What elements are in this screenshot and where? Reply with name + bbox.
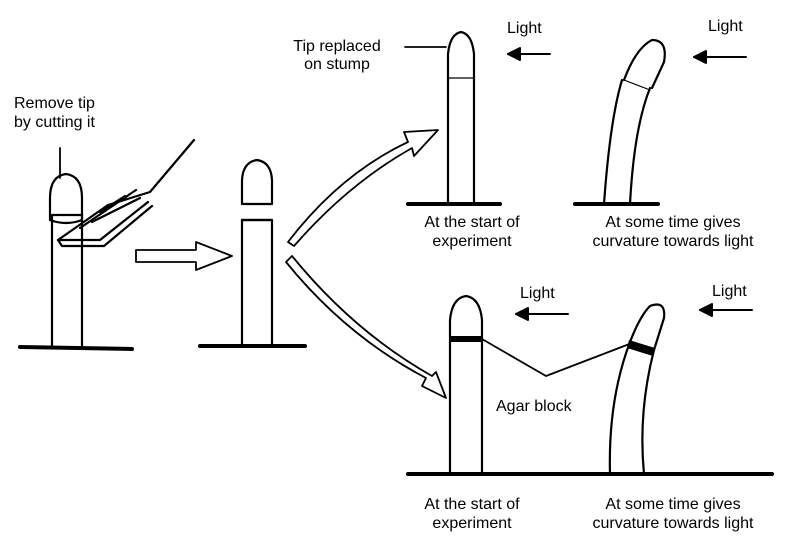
razor-blade (56, 138, 196, 248)
light-arrow (699, 303, 753, 317)
light-arrow (507, 47, 551, 61)
intact-coleoptile (18, 172, 134, 351)
hollow-arrow-right (135, 241, 233, 271)
later-caption: At some time gives curvature towards lig… (592, 214, 754, 250)
remove-tip-label: Remove tip by cutting it (14, 95, 95, 131)
curved-coleoptile-tip (573, 38, 666, 206)
agar-block-pointer (481, 338, 633, 377)
start-caption: At the start of experiment (424, 496, 520, 532)
curved-agar-coleoptile (608, 303, 666, 476)
light-label: Light (708, 18, 743, 35)
hollow-arrow-up-right (287, 129, 439, 247)
removed-tip (240, 158, 274, 206)
tip-replaced-coleoptile (406, 30, 502, 206)
light-label: Light (712, 283, 747, 300)
later-caption: At some time gives curvature towards lig… (592, 496, 754, 532)
light-label: Light (507, 20, 542, 37)
hollow-arrow-down-right (285, 255, 447, 399)
light-arrow (515, 307, 569, 321)
decapitated-stump (198, 218, 307, 348)
agar-block-label: Agar block (496, 398, 572, 415)
tip-replaced-label: Tip replaced on stump (293, 38, 381, 73)
light-arrow (693, 50, 747, 64)
start-caption: At the start of experiment (424, 214, 520, 250)
light-label: Light (520, 285, 555, 302)
agar-block-coleoptile (406, 294, 774, 476)
